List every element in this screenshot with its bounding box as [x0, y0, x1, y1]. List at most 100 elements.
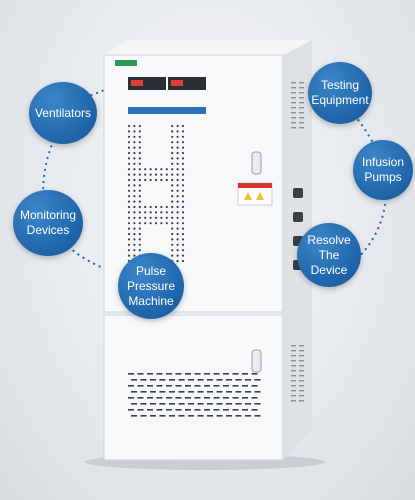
vent-hole: [133, 249, 136, 252]
vent-hole: [171, 178, 174, 182]
vent-hole: [160, 173, 163, 176]
vent-hole: [127, 216, 131, 219]
vent-hole: [133, 151, 136, 155]
vent-slot: [137, 373, 144, 375]
vent-hole: [171, 222, 174, 225]
side-vent-slot: [291, 345, 296, 347]
vent-slot: [178, 391, 185, 393]
vent-slot: [235, 415, 242, 417]
vent-hole: [133, 173, 136, 176]
vent-hole: [138, 189, 141, 192]
vent-slot: [156, 397, 163, 399]
vent-hole: [138, 157, 141, 160]
vent-hole: [127, 168, 131, 171]
vent-slot: [178, 415, 185, 417]
vent-slot: [245, 379, 251, 381]
vent-hole: [138, 232, 141, 236]
vent-hole: [138, 130, 141, 133]
vent-hole: [171, 211, 174, 214]
vent-hole: [127, 130, 131, 133]
vent-hole: [138, 151, 141, 155]
vent-slot: [169, 379, 175, 381]
vent-slot: [254, 403, 261, 405]
vent-slot: [156, 385, 163, 387]
side-vent-slot: [299, 87, 304, 89]
vent-hole: [176, 135, 179, 138]
infusion-label: Infusion Pumps: [361, 155, 405, 184]
vent-slot: [223, 409, 229, 411]
vent-hole: [144, 168, 147, 171]
vent-slot: [185, 409, 191, 411]
vent-hole: [160, 178, 163, 182]
side-vent-slot: [291, 375, 296, 377]
vent-hole: [138, 227, 141, 230]
vent-hole: [133, 195, 136, 198]
vent-slot: [197, 379, 204, 381]
vent-hole: [154, 211, 158, 214]
vent-hole: [171, 151, 174, 155]
vent-slot: [131, 379, 137, 381]
vent-hole: [127, 124, 131, 128]
vent-slot: [137, 397, 144, 399]
vent-hole: [171, 200, 174, 203]
vent-hole: [138, 124, 141, 128]
vent-hole: [144, 205, 147, 209]
side-vent-slot: [291, 82, 296, 84]
vent-slot: [131, 415, 137, 417]
vent-slot: [242, 373, 248, 375]
vent-hole: [165, 178, 168, 182]
vent-slot: [159, 379, 166, 381]
vent-hole: [133, 141, 136, 144]
vent-hole: [171, 243, 174, 246]
vent-hole: [176, 211, 179, 214]
side-vent-slot: [299, 127, 304, 129]
vent-slot: [242, 397, 248, 399]
vent-slot: [128, 409, 134, 411]
vent-slot: [185, 397, 191, 399]
testing-equipment-bubble: Testing Equipment: [308, 62, 372, 124]
vent-slot: [175, 373, 182, 375]
vent-hole: [181, 259, 185, 263]
vent-hole: [181, 189, 185, 192]
vent-hole: [138, 205, 141, 209]
vent-hole: [160, 216, 163, 219]
vent-hole: [138, 168, 141, 171]
vent-hole: [176, 151, 179, 155]
vent-hole: [181, 162, 185, 165]
vent-slot: [140, 415, 147, 417]
vent-hole: [171, 189, 174, 192]
vent-hole: [138, 184, 141, 187]
vent-hole: [181, 195, 185, 198]
vent-slot: [226, 379, 232, 381]
display-digits-left: [131, 80, 143, 86]
vent-hole: [154, 168, 158, 171]
vent-slot: [207, 403, 213, 405]
vent-hole: [181, 146, 185, 149]
vent-hole: [176, 259, 179, 263]
vent-hole: [181, 216, 185, 219]
vent-hole: [176, 195, 179, 198]
vent-slot: [175, 409, 182, 411]
vent-hole: [171, 124, 174, 128]
vent-hole: [154, 205, 158, 209]
side-vent-slot: [291, 355, 296, 357]
vent-slot: [188, 379, 194, 381]
vent-hole: [181, 238, 185, 241]
vent-hole: [154, 173, 158, 176]
vent-slot: [194, 397, 201, 399]
vent-hole: [133, 216, 136, 219]
side-vent-slot: [299, 92, 304, 94]
vent-hole: [127, 211, 131, 214]
caution-header: [238, 183, 272, 188]
infusion-pumps-bubble: Infusion Pumps: [353, 140, 413, 200]
vent-slot: [204, 385, 210, 387]
vent-hole: [171, 135, 174, 138]
vent-slot: [235, 391, 242, 393]
vent-slot: [204, 373, 210, 375]
pulse-pressure-bubble: Pulse Pressure Machine: [118, 253, 184, 319]
monitoring-label: Monitoring Devices: [19, 208, 77, 237]
vent-slot: [232, 397, 239, 399]
vent-slot: [185, 385, 191, 387]
testing-label: Testing Equipment: [311, 78, 369, 107]
